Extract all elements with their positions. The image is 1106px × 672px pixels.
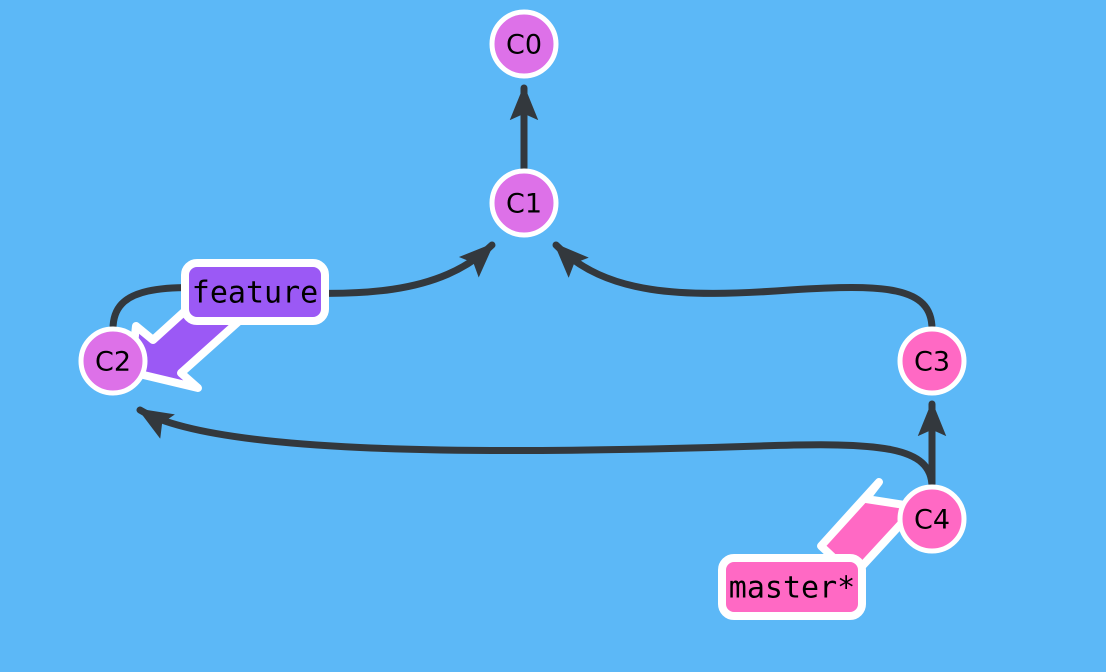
commit-node-c1[interactable]: C1 [489, 168, 559, 238]
commit-circle-c1 [489, 168, 559, 238]
master-tag-box [718, 554, 866, 620]
branch-tag-feature[interactable]: feature [127, 259, 329, 392]
commit-label-c3: C3 [914, 347, 950, 378]
commit-circle-c3 [897, 326, 967, 396]
branch-tag-master[interactable]: master* [718, 478, 929, 620]
commit-circle-c2 [78, 326, 148, 396]
feature-tag-label: feature [192, 276, 318, 311]
commit-label-c2: C2 [95, 347, 131, 378]
commit-label-c0: C0 [506, 30, 542, 61]
commit-circle-c4 [897, 484, 967, 554]
commit-circle-c0 [489, 9, 559, 79]
commit-label-c4: C4 [914, 505, 950, 536]
master-tag-label: master* [729, 571, 855, 606]
feature-tag-box [181, 259, 329, 325]
edge-c3-to-c1 [552, 241, 936, 333]
commit-node-c3[interactable]: C3 [897, 326, 967, 396]
commit-node-c4[interactable]: C4 [897, 484, 967, 554]
commit-node-c2[interactable]: C2 [78, 326, 148, 396]
edge-c4-to-c2 [136, 406, 936, 491]
commit-label-c1: C1 [506, 189, 542, 220]
commit-node-c0[interactable]: C0 [489, 9, 559, 79]
